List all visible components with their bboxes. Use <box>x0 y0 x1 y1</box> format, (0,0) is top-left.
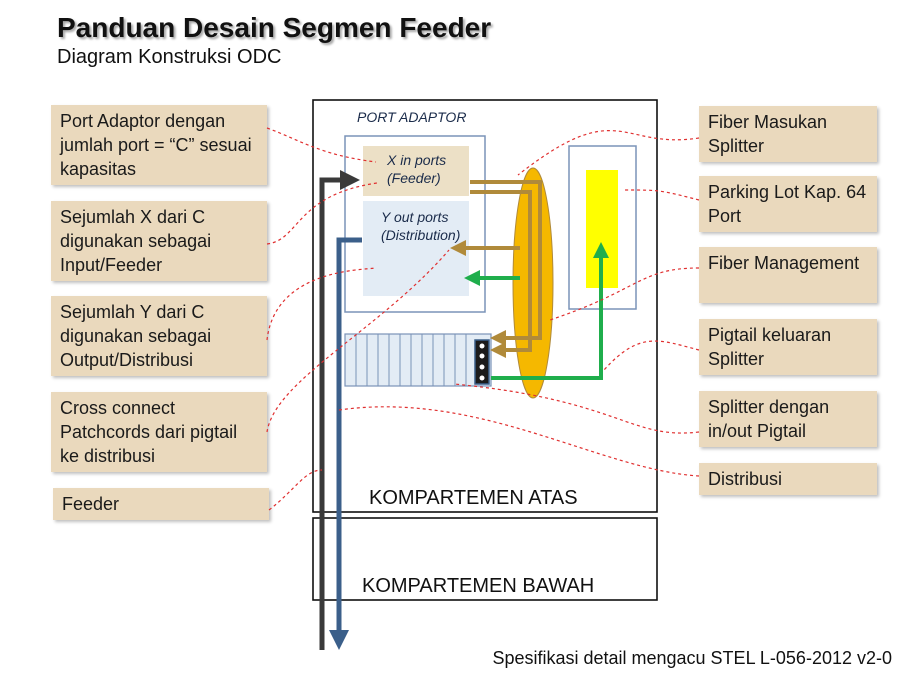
callout-port-adaptor: Port Adaptor dengan jumlah port = “C” se… <box>51 105 267 185</box>
callout-x-input-feeder-text: Sejumlah X dari C digunakan sebagai Inpu… <box>60 207 212 275</box>
callout-pigtail-keluaran-text: Pigtail keluaran Splitter <box>708 325 832 369</box>
callout-distribusi: Distribusi <box>699 463 877 495</box>
feeder-cable-arrow <box>319 170 360 650</box>
page-title: Panduan Desain Segmen Feeder <box>57 12 492 43</box>
callout-fiber-masukan-splitter: Fiber Masukan Splitter <box>699 106 877 162</box>
callout-parking-lot-text: Parking Lot Kap. 64 Port <box>708 182 867 226</box>
callout-y-output-distribution-text: Sejumlah Y dari C digunakan sebagai Outp… <box>60 302 212 370</box>
y-out-ports-label-1: Y out ports <box>381 209 448 225</box>
callout-fiber-management: Fiber Management <box>699 247 877 303</box>
callout-cross-connect: Cross connect Patchcords dari pigtail ke… <box>51 392 267 472</box>
distribution-cable-arrow <box>329 237 362 650</box>
callout-parking-lot: Parking Lot Kap. 64 Port <box>699 176 877 232</box>
callout-cross-connect-text: Cross connect Patchcords dari pigtail ke… <box>60 398 238 466</box>
callout-distribusi-text: Distribusi <box>708 469 783 489</box>
callout-splitter-pigtail-text: Splitter dengan in/out Pigtail <box>708 397 830 441</box>
callout-splitter-pigtail: Splitter dengan in/out Pigtail <box>699 391 877 447</box>
x-in-ports-label-2: (Feeder) <box>387 170 441 186</box>
footer-note: Spesifikasi detail mengacu STEL L-056-20… <box>492 648 892 668</box>
splitter-connector-dots <box>479 343 485 381</box>
fiber-management-ellipse <box>512 167 554 399</box>
upper-compartment-label: KOMPARTEMEN ATAS <box>369 487 578 509</box>
callout-feeder-text: Feeder <box>62 494 120 514</box>
callout-port-adaptor-text: Port Adaptor dengan jumlah port = “C” se… <box>60 111 252 179</box>
y-out-ports-label-2: (Distribution) <box>381 227 460 243</box>
callout-fiber-masukan-splitter-text: Fiber Masukan Splitter <box>708 112 828 156</box>
leader-lines <box>266 127 700 511</box>
splitter-module <box>344 333 492 387</box>
x-in-ports-area <box>363 146 469 196</box>
splitter-input-fiber-2 <box>470 190 532 358</box>
splitter-input-fiber-1 <box>470 180 542 346</box>
x-in-ports-label-1: X in ports <box>386 152 446 168</box>
page-subtitle: Diagram Konstruksi ODC <box>57 46 282 68</box>
callout-feeder: Feeder <box>53 488 269 520</box>
lower-compartment-box <box>312 517 658 601</box>
callout-pigtail-keluaran: Pigtail keluaran Splitter <box>699 319 877 375</box>
pigtail-to-parking-arrow <box>491 242 609 380</box>
lower-compartment-label: KOMPARTEMEN BAWAH <box>362 575 594 597</box>
port-adaptor-label: PORT ADAPTOR <box>357 109 466 125</box>
splitter-connector-strip <box>474 339 490 385</box>
callout-fiber-management-text: Fiber Management <box>708 253 860 273</box>
callout-y-output-distribution: Sejumlah Y dari C digunakan sebagai Outp… <box>51 296 267 376</box>
splitter-pigtail-lines <box>355 334 467 386</box>
callout-x-input-feeder: Sejumlah X dari C digunakan sebagai Inpu… <box>51 201 267 281</box>
